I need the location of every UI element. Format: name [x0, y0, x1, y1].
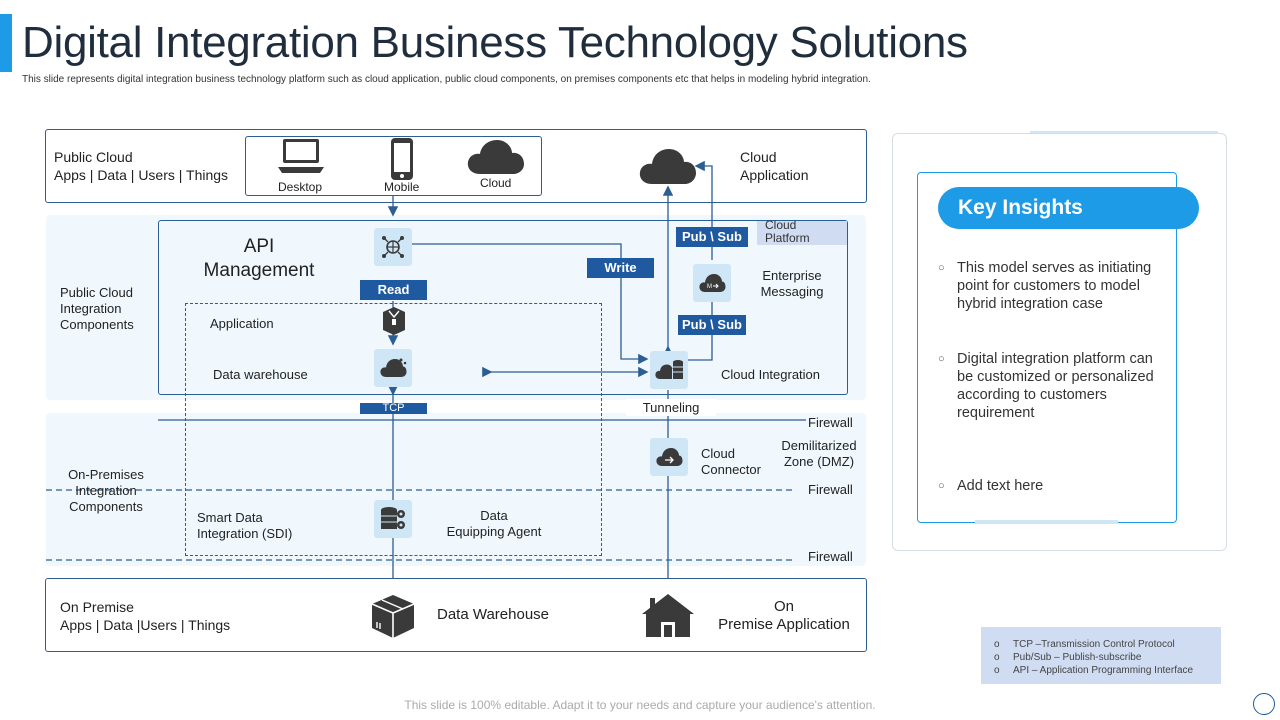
corner-circle-icon — [1253, 693, 1275, 715]
smart-data-label-2: Integration (SDI) — [197, 526, 293, 541]
smart-data-label-1: Smart Data — [197, 510, 263, 525]
firewall-label-1: Firewall — [808, 415, 853, 430]
api-management-box — [158, 220, 848, 395]
public-cloud-integration-label-3: Components — [60, 317, 134, 332]
on-prem-integration-label-1: On-Premises — [68, 467, 144, 482]
legend-box — [981, 627, 1221, 684]
dmz-label-1: Demilitarized — [781, 438, 857, 453]
data-warehouse-label: Data Warehouse — [437, 606, 550, 623]
legend-bullet-2: o — [994, 652, 1000, 663]
dmz-label-2: Zone (DMZ) — [783, 454, 855, 469]
cloud-integration-label: Cloud Integration — [721, 367, 821, 382]
insight-text-1: This model serves as initiating point fo… — [957, 260, 1152, 312]
svg-text:M: M — [707, 284, 712, 290]
tcp-tag: TCP — [360, 403, 427, 414]
insight-text-2: Digital integration platform can be cust… — [957, 351, 1154, 421]
page-title: Digital Integration Business Technology … — [22, 18, 968, 67]
page-subtitle: This slide represents digital integratio… — [22, 74, 871, 85]
application-label: Application — [210, 316, 274, 331]
on-premise-app-label-1: On — [773, 598, 794, 615]
desktop-icon — [277, 137, 325, 182]
cloud-integration-icon — [650, 351, 688, 389]
cloud-label: Cloud — [480, 176, 512, 190]
on-premise-box — [45, 578, 867, 652]
footer-note: This slide is 100% editable. Adapt it to… — [404, 698, 876, 712]
cloud-icon — [466, 138, 526, 181]
data-agent-label-1: Data — [480, 508, 508, 523]
cloud-platform-label-2: Platform — [765, 231, 810, 245]
database-gear-icon — [374, 500, 412, 538]
accent-bar — [0, 14, 12, 72]
data-warehouse-cloud-label: Data warehouse — [213, 367, 308, 382]
cloud-application-label-2: Application — [740, 167, 809, 183]
warehouse-box-icon — [369, 592, 417, 645]
on-premise-app-label-2: Premise Application — [718, 616, 850, 633]
tunneling-label: Tunneling — [626, 399, 716, 416]
on-premise-title: On Premise — [60, 599, 134, 615]
pubsub-top-tag: Pub \ Sub — [676, 227, 748, 247]
firewall-label-2: Firewall — [808, 482, 853, 497]
network-icon — [374, 228, 412, 266]
cloud-connector-icon — [650, 438, 688, 476]
cloud-connector-label-2: Connector — [701, 462, 761, 477]
on-prem-integration-label-2: Integration — [75, 483, 137, 498]
messaging-cloud-icon: M — [693, 264, 731, 302]
public-cloud-integration-label-1: Public Cloud — [60, 285, 133, 300]
pubsub-mid-tag: Pub \ Sub — [678, 315, 746, 335]
house-icon — [640, 592, 696, 643]
legend-bullet-1: o — [994, 639, 1000, 650]
public-cloud-integration-label-2: Integration — [60, 301, 122, 316]
insights-bottom-strip — [975, 520, 1118, 524]
cloud-application-icon — [638, 146, 698, 191]
public-cloud-title: Public Cloud — [54, 149, 133, 165]
cloud-application-label-1: Cloud — [740, 149, 777, 165]
insights-heading: Key Insights — [938, 187, 1199, 229]
mobile-label: Mobile — [384, 180, 420, 194]
on-premise-subtitle: Apps | Data |Users | Things — [60, 617, 231, 633]
api-management-title-1: API — [243, 236, 275, 257]
enterprise-messaging-label-2: Messaging — [760, 284, 824, 299]
legend-item-3: API – Application Programming Interface — [1013, 665, 1194, 676]
data-agent-label-2: Equipping Agent — [446, 524, 542, 539]
cloud-platform-label-1: Cloud — [765, 218, 797, 232]
cloud-connector-label-1: Cloud — [701, 446, 735, 461]
cloud-platform-box — [757, 221, 847, 245]
read-tag: Read — [360, 280, 427, 300]
public-cloud-subtitle: Apps | Data | Users | Things — [54, 167, 229, 183]
firewall-label-3: Firewall — [808, 549, 853, 564]
mobile-icon — [389, 137, 415, 186]
legend-bullet-3: o — [994, 665, 1000, 676]
insight-bullet-2: ○ — [938, 353, 945, 365]
api-management-title-2: Management — [203, 260, 315, 281]
legend-item-2: Pub/Sub – Publish-subscribe — [1013, 652, 1142, 663]
insight-bullet-3: ○ — [938, 480, 945, 492]
on-prem-integration-label-3: Components — [69, 499, 143, 514]
enterprise-messaging-label-1: Enterprise — [762, 268, 822, 283]
write-tag: Write — [587, 258, 654, 278]
cloud-data-icon — [374, 349, 412, 387]
application-box-icon — [381, 306, 407, 341]
insight-text-3: Add text here — [957, 478, 1044, 494]
insight-bullet-1: ○ — [938, 262, 945, 274]
legend-item-1: TCP –Transmission Control Protocol — [1013, 639, 1175, 650]
desktop-label: Desktop — [278, 180, 323, 194]
